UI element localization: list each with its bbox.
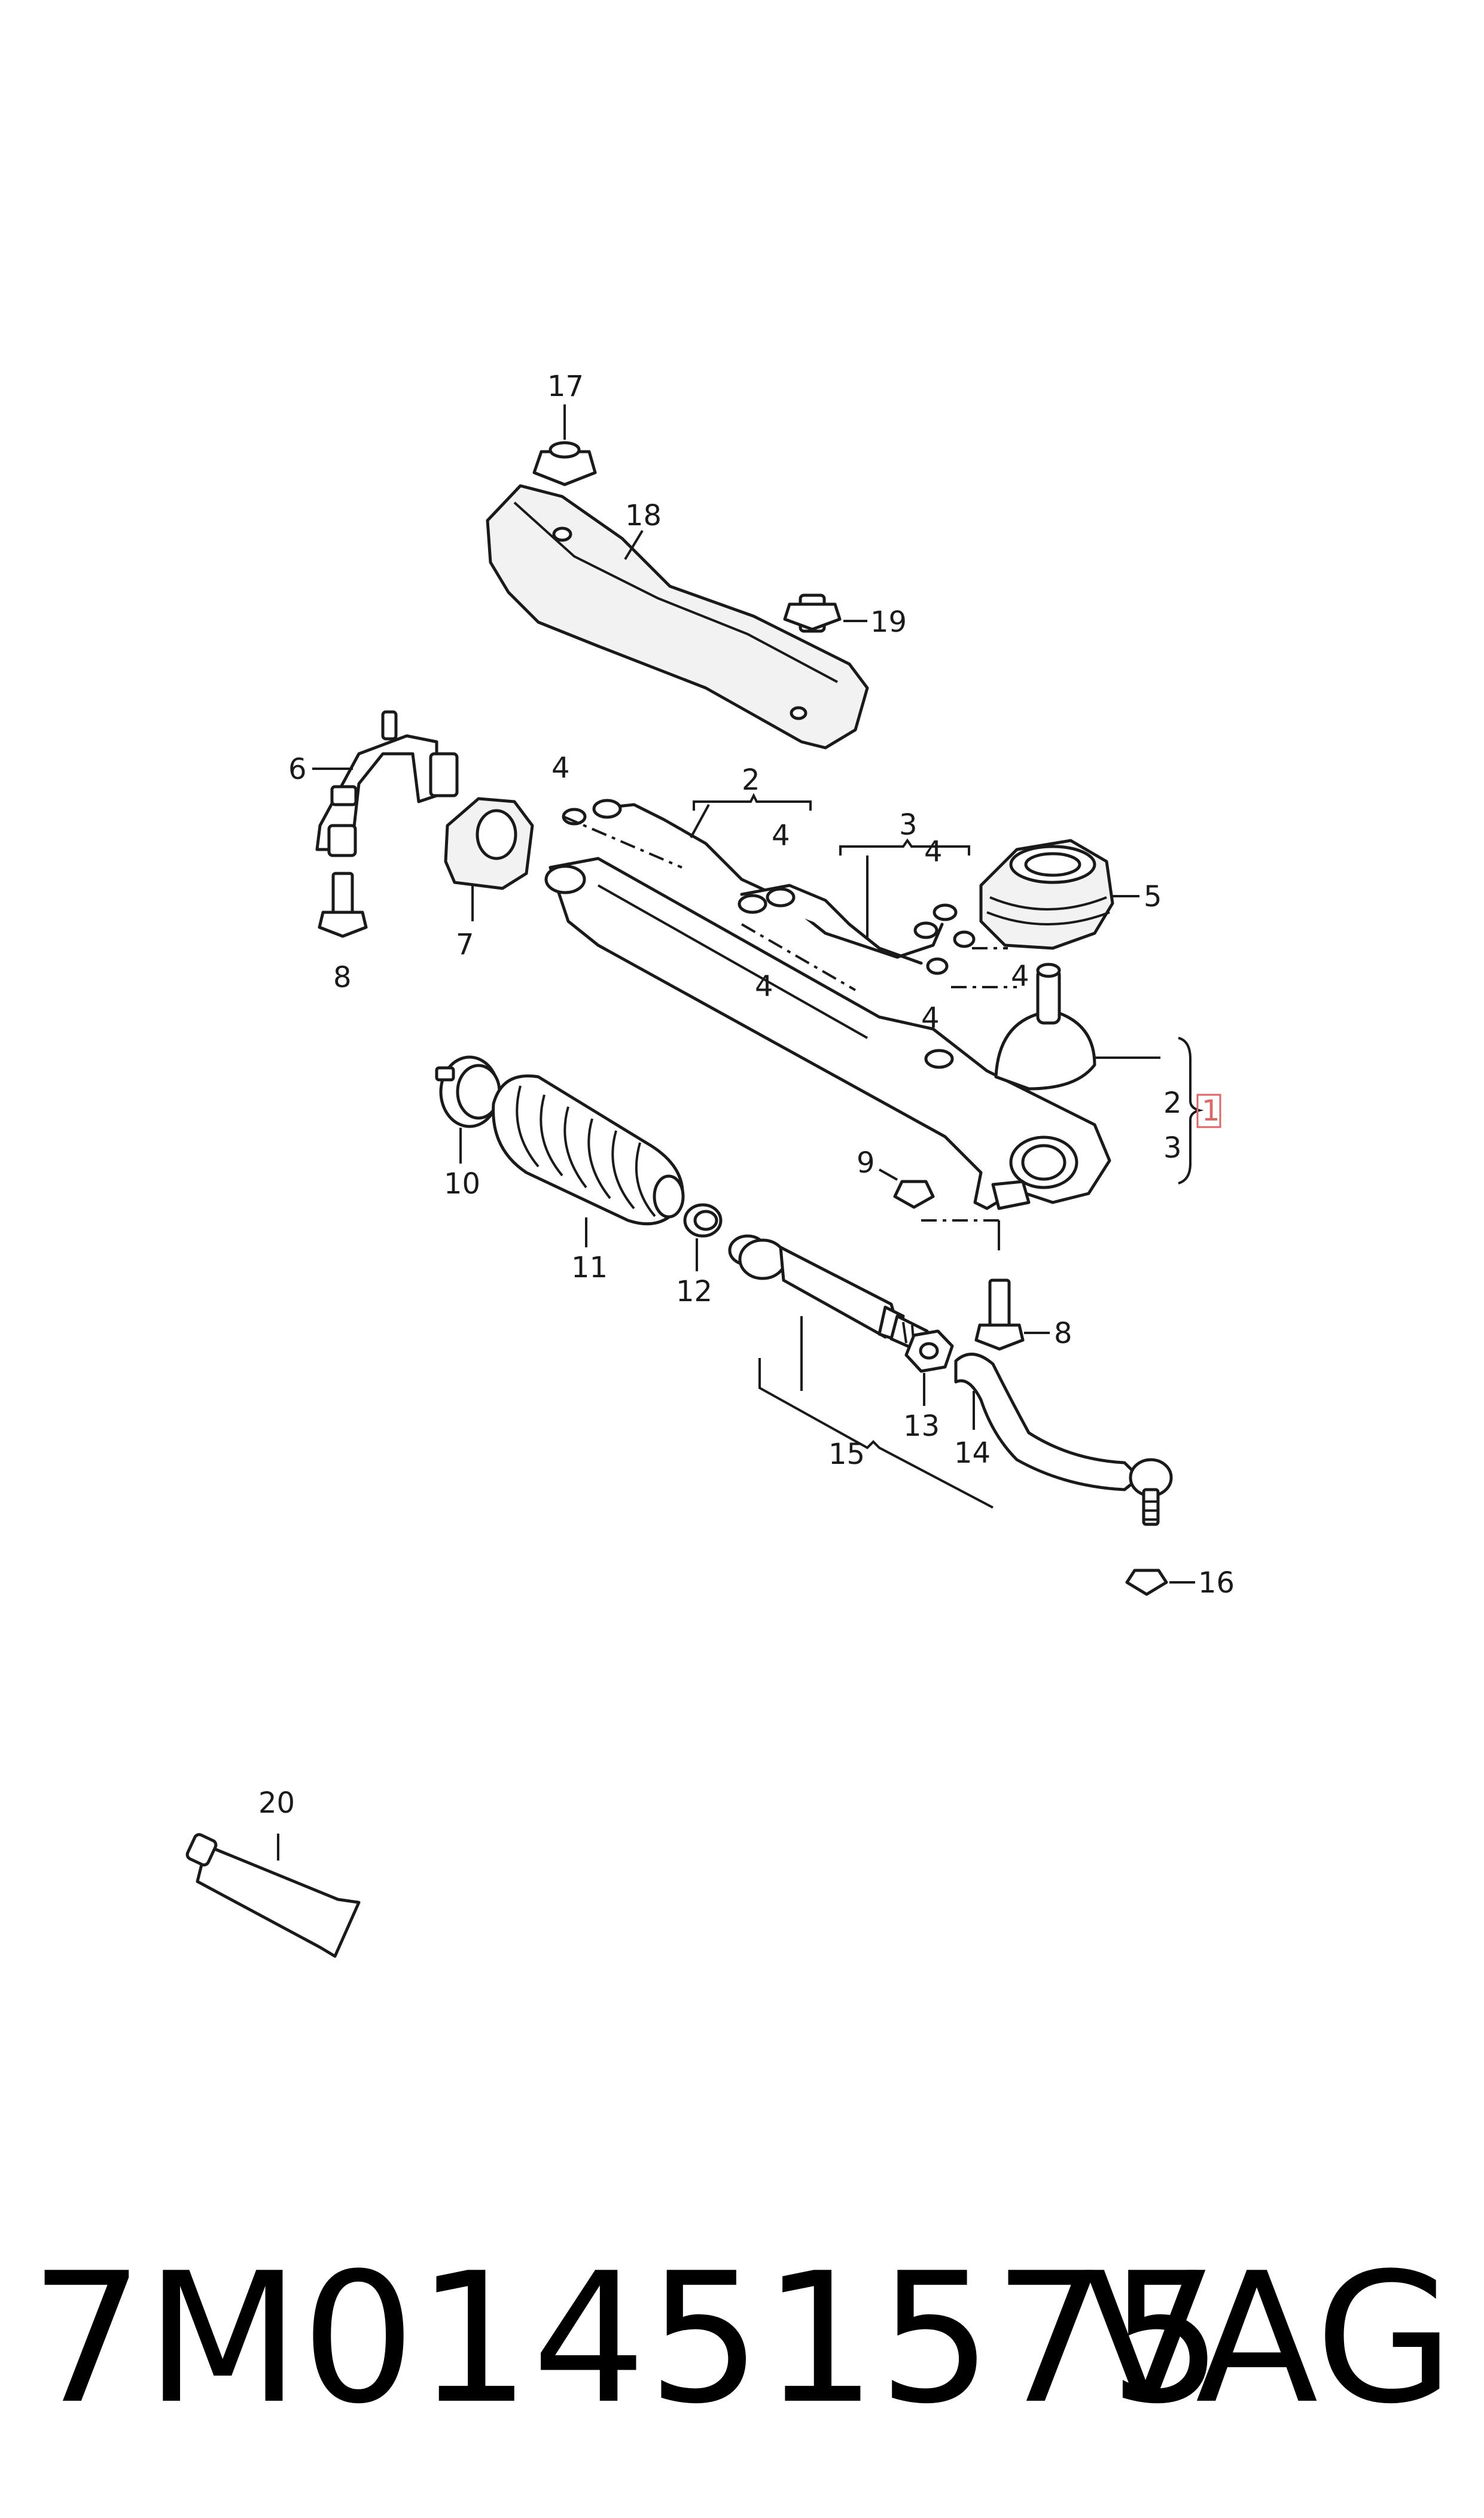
part-14-tie-rod-end <box>954 1353 1173 1526</box>
callout-3-top: 3 <box>899 808 918 842</box>
callout-18: 18 <box>625 499 662 532</box>
callout-4-top-left: 4 <box>551 751 570 785</box>
callout-4-right-a: 4 <box>1011 960 1029 993</box>
callout-15: 15 <box>828 1438 865 1471</box>
part-12-ring <box>683 1203 723 1271</box>
callout-5: 5 <box>1144 880 1162 914</box>
part-6-bracket <box>312 710 459 857</box>
part-7-mount <box>444 797 534 921</box>
right-brace <box>1178 1037 1221 1185</box>
part-8-bolt-right <box>974 1278 1050 1351</box>
callout-2-right: 2 <box>1163 1086 1182 1120</box>
part-17-nut <box>532 404 597 486</box>
callout-11: 11 <box>571 1251 608 1284</box>
callout-20: 20 <box>258 1786 295 1820</box>
part-5-boot <box>979 839 1139 950</box>
part-10-clamp <box>435 1055 501 1164</box>
callout-12: 12 <box>676 1275 712 1308</box>
steering-rack <box>544 857 1160 1250</box>
callout-4-right-b: 4 <box>921 1001 940 1035</box>
callout-1: 1 <box>1202 1094 1220 1128</box>
part-15-tie-rod <box>728 1234 994 1509</box>
part-11-bellows <box>492 1074 685 1247</box>
group-brackets <box>693 793 970 855</box>
part-16-nut <box>1125 1569 1195 1596</box>
part-number: 7M01451575 <box>30 2234 1224 2443</box>
callout-2-top: 2 <box>742 763 760 797</box>
callout-9: 9 <box>857 1146 875 1180</box>
callout-13: 13 <box>903 1409 940 1443</box>
part-9-nut <box>879 1168 935 1209</box>
highlight-box-1 <box>1196 1094 1221 1128</box>
callout-labels: 17 18 19 6 4 2 4 3 4 5 7 8 4 4 4 2 1 3 9… <box>258 370 1235 1820</box>
callout-8-right: 8 <box>1054 1317 1072 1350</box>
callout-4-under-2: 4 <box>772 819 790 852</box>
part-18-heat-shield <box>486 484 869 750</box>
footer: 7M01451575 VAG <box>0 2213 1484 2465</box>
callout-4-under-3: 4 <box>924 835 943 869</box>
callout-17: 17 <box>547 370 584 403</box>
part-20-grease-tube <box>185 1833 361 1958</box>
callout-19: 19 <box>870 605 907 639</box>
callout-16: 16 <box>1198 1566 1235 1600</box>
callout-7: 7 <box>456 928 474 961</box>
exploded-parts-diagram: 17 18 19 6 4 2 4 3 4 5 7 8 4 4 4 2 1 3 9… <box>185 370 1235 1958</box>
callout-10: 10 <box>444 1167 480 1201</box>
part-13-nut <box>904 1329 954 1406</box>
alignment-dashes <box>563 815 1017 991</box>
callout-6: 6 <box>288 753 307 786</box>
callout-8-left: 8 <box>333 961 352 994</box>
callout-14: 14 <box>954 1436 991 1470</box>
part-19-bolt <box>783 593 867 633</box>
part-8-bolt-left <box>318 872 368 938</box>
callout-4-mid: 4 <box>755 970 773 1003</box>
hydraulic-lines <box>562 799 976 975</box>
callout-3-right: 3 <box>1163 1131 1182 1165</box>
brand-name: VAG <box>1084 2234 1454 2443</box>
